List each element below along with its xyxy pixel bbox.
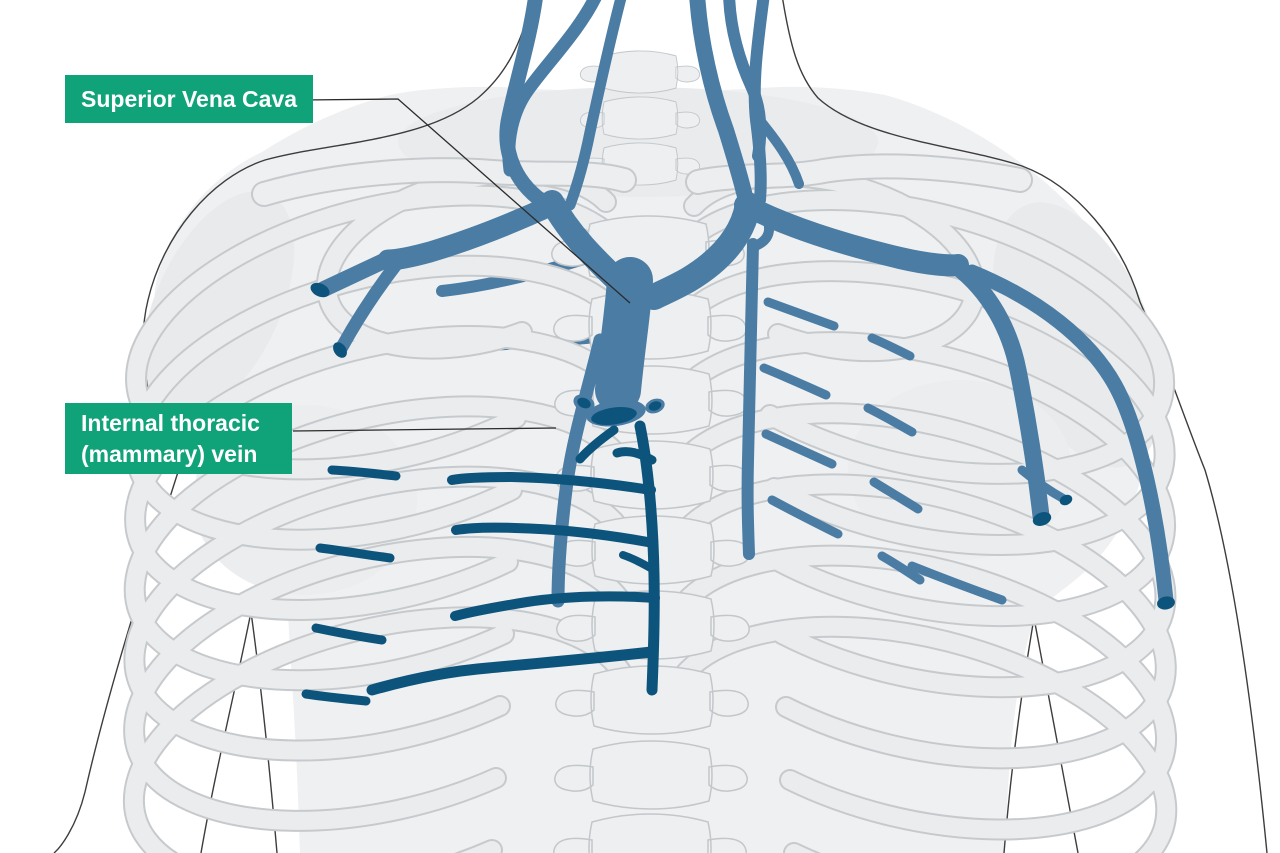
deep-thoracic-vein-tree bbox=[366, 420, 660, 696]
label-it-line1: Internal thoracic bbox=[81, 409, 260, 436]
leader-lines bbox=[292, 98, 631, 432]
vein-stump-cut-ends bbox=[573, 394, 665, 414]
internal-thoracic-vein-left bbox=[551, 333, 607, 608]
arm-vein-cut-ends bbox=[310, 282, 1175, 610]
intercostal-vein-segments-left bbox=[301, 465, 401, 706]
internal-thoracic-leader-line bbox=[292, 427, 557, 432]
superior-vena-cava bbox=[573, 257, 665, 427]
label-it-line2: (mammary) vein bbox=[81, 440, 258, 467]
label-superior-vena-cava: Superior Vena Cava bbox=[65, 75, 314, 123]
svc-leader-line bbox=[302, 98, 631, 304]
subclavian-axillary-vein-left bbox=[316, 194, 563, 354]
intercostal-vein-segments-right bbox=[759, 297, 1007, 605]
label-svc-text: Superior Vena Cava bbox=[81, 85, 298, 112]
jugular-veins bbox=[499, 0, 804, 213]
svc-cut-end bbox=[586, 399, 646, 427]
label-internal-thoracic-vein: Internal thoracic (mammary) vein bbox=[65, 403, 292, 474]
internal-thoracic-vein-right bbox=[741, 209, 775, 560]
subclavian-axillary-vein-right bbox=[734, 194, 1174, 608]
rib-cage-left bbox=[122, 162, 643, 853]
